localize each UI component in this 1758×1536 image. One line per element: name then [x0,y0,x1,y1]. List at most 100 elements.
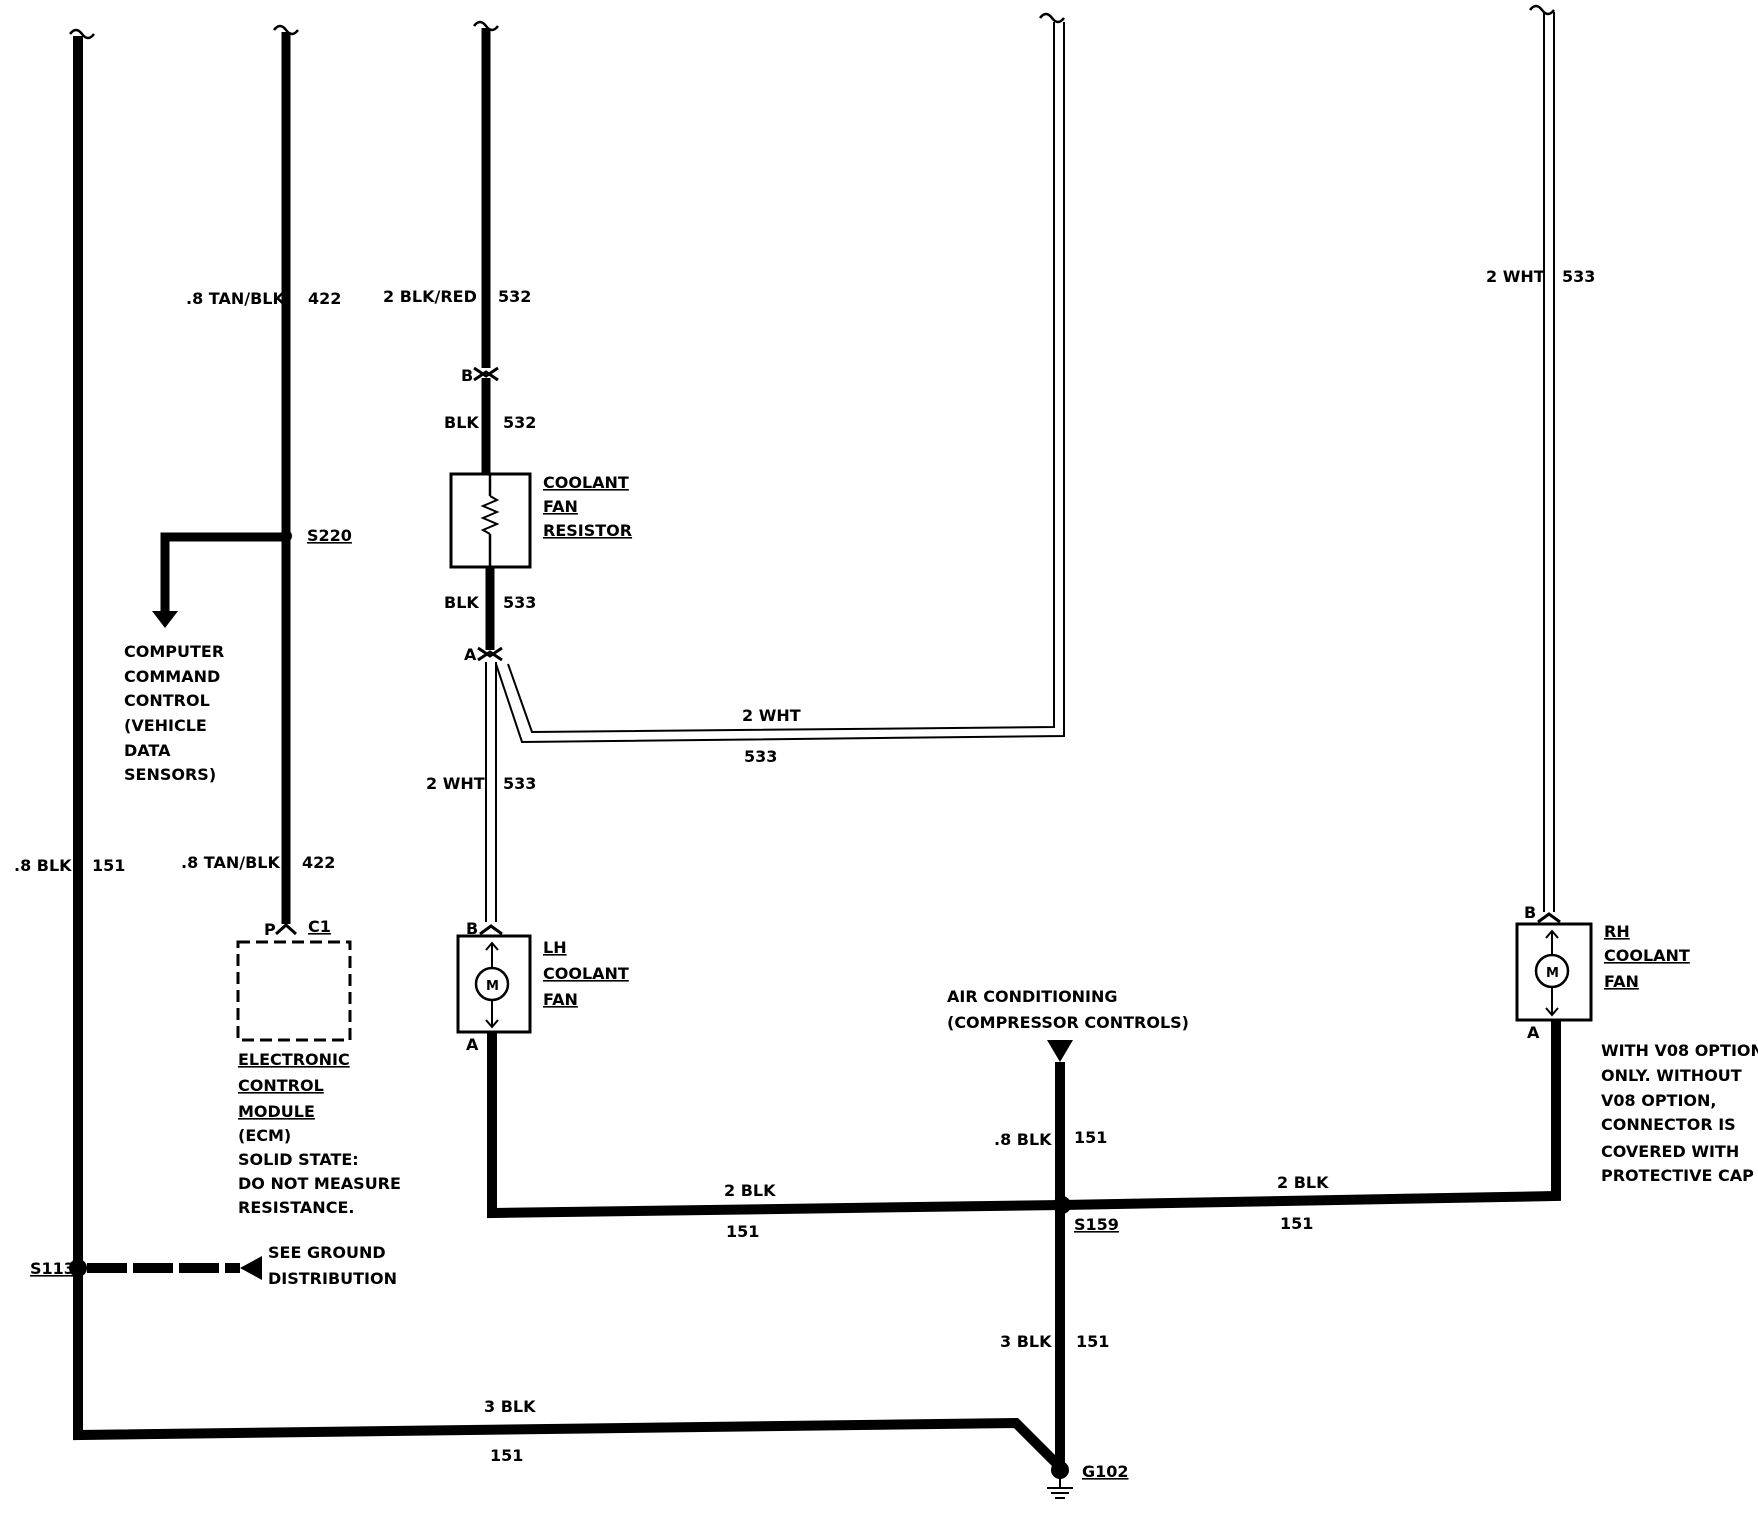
rh-fan-arrow-up-icon [1545,929,1559,939]
w533-lh-circuit: 533 [503,774,536,793]
wire-break-422 [273,24,299,36]
wire-151-lh-ground [487,1032,1063,1219]
w151-g102-circuit: 151 [1076,1332,1109,1351]
w151-lh-gauge: 2 BLK [724,1181,776,1200]
resistor-zigzag-icon [480,495,500,535]
w533-cross-circuit: 533 [744,747,777,766]
connector-a-533-label: A [464,645,477,664]
w533-rh-circuit: 533 [1562,267,1595,286]
v08-note-4: CONNECTOR IS [1601,1115,1736,1134]
computer-command-5: DATA [124,741,171,760]
rh-fan-arrow-down-icon [1545,1007,1559,1017]
wire-151-rh-ground [1061,1020,1561,1210]
wire-break-533-cross [1039,12,1065,24]
wire-151-left [73,36,1062,1469]
w151-bottom-gauge: 3 BLK [484,1397,536,1416]
w533-cross-gauge: 2 WHT [742,706,801,725]
ecm-note-3: DO NOT MEASURE [238,1174,401,1193]
w422-bottom-gauge: .8 TAN/BLK [181,853,280,872]
wire-break-533-rh [1529,4,1555,16]
v08-note-6: PROTECTIVE CAP [1601,1166,1754,1185]
lh-fan-label-2: COOLANT [543,964,629,983]
computer-command-1: COMPUTER [124,642,224,661]
lh-fan-arrow-down-icon [485,1019,499,1029]
wire-break-151 [69,28,95,40]
v08-note-3: V08 OPTION, [1601,1091,1716,1110]
lh-motor-symbol: M [486,979,499,994]
connector-lh-a-label: A [466,1035,479,1054]
connector-a-533 [477,646,503,662]
wire-422-branch [160,532,286,613]
connector-ecm-c1 [274,922,298,936]
w422-bottom-circuit: 422 [302,853,335,872]
connector-rh-b-label: B [1524,903,1536,922]
w151-lh-circuit: 151 [726,1222,759,1241]
v08-note-1: WITH V08 OPTION [1601,1041,1758,1060]
rh-motor-symbol: M [1546,966,1559,981]
connector-b-532-label: B [461,366,473,385]
ecm-note-4: RESISTANCE. [238,1198,354,1217]
arrow-from-air-conditioning [1047,1040,1073,1062]
ecm-title-3: MODULE [238,1102,315,1121]
ecm-box [236,940,352,1042]
connector-rh-a-label: A [1527,1023,1540,1042]
wire-break-532 [473,20,499,32]
lh-fan-label-1: LH [543,938,567,957]
v08-note-2: ONLY. WITHOUT [1601,1066,1742,1085]
lh-fan-arrow-up-icon [485,941,499,951]
splice-s113-dot [69,1259,87,1277]
connector-lh-b-label: B [466,919,478,938]
splice-s220-label: S220 [307,526,352,545]
w533-resistor-gauge: BLK [444,593,479,612]
splice-s220-dot [280,530,292,542]
w151-ac-circuit: 151 [1074,1128,1107,1147]
connector-rh-b [1537,912,1561,924]
resistor-label-3: RESISTOR [543,521,632,540]
splice-s159-dot [1053,1196,1071,1214]
wire-533-cross-outer [495,22,1065,744]
air-conditioning-2: (COMPRESSOR CONTROLS) [947,1013,1189,1032]
w533-resistor-circuit: 533 [503,593,536,612]
v08-note-5: COVERED WITH [1601,1142,1739,1161]
w151-g102-gauge: 3 BLK [1000,1332,1052,1351]
w151-ac-gauge: .8 BLK [994,1130,1052,1149]
computer-command-2: COMMAND [124,667,220,686]
w422-top-circuit: 422 [308,289,341,308]
ground-g102-dot [1051,1461,1069,1479]
ecm-title-2: CONTROL [238,1076,324,1095]
splice-s113-label: S113 [30,1259,75,1278]
ecm-note-2: SOLID STATE: [238,1150,359,1169]
ground-g102-label: G102 [1082,1462,1129,1481]
w151-left-circuit: 151 [92,856,125,875]
splice-s159-label: S159 [1074,1215,1119,1234]
arrow-to-ground-distribution [240,1256,262,1280]
connector-b-532 [473,366,499,382]
w422-top-gauge: .8 TAN/BLK [186,289,285,308]
computer-command-6: SENSORS) [124,765,216,784]
w151-rh-circuit: 151 [1280,1214,1313,1233]
w533-rh-gauge: 2 WHT [1486,267,1545,286]
ecm-title-1: ELECTRONIC [238,1050,350,1069]
w533-lh-gauge: 2 WHT [426,774,485,793]
wire-533-cross-inner [507,22,1055,734]
resistor-label-1: COOLANT [543,473,629,492]
w151-rh-gauge: 2 BLK [1277,1173,1329,1192]
w151-bottom-circuit: 151 [490,1446,523,1465]
ground-distribution-2: DISTRIBUTION [268,1269,397,1288]
connector-lh-b [479,924,503,936]
ground-g102-icon [1047,1478,1073,1499]
w532-top-gauge: 2 BLK/RED [383,287,477,306]
rh-fan-label-1: RH [1604,922,1630,941]
rh-fan-label-2: COOLANT [1604,946,1690,965]
w532-mid-gauge: BLK [444,413,479,432]
lh-fan-label-3: FAN [543,990,578,1009]
computer-command-4: (VEHICLE [124,716,207,735]
arrow-to-computer-command [152,611,178,628]
ecm-connector-label: C1 [308,917,331,936]
w532-top-circuit: 532 [498,287,531,306]
w151-left-gauge: .8 BLK [14,856,72,875]
ground-distribution-1: SEE GROUND [268,1243,386,1262]
resistor-label-2: FAN [543,497,578,516]
air-conditioning-1: AIR CONDITIONING [947,987,1118,1006]
